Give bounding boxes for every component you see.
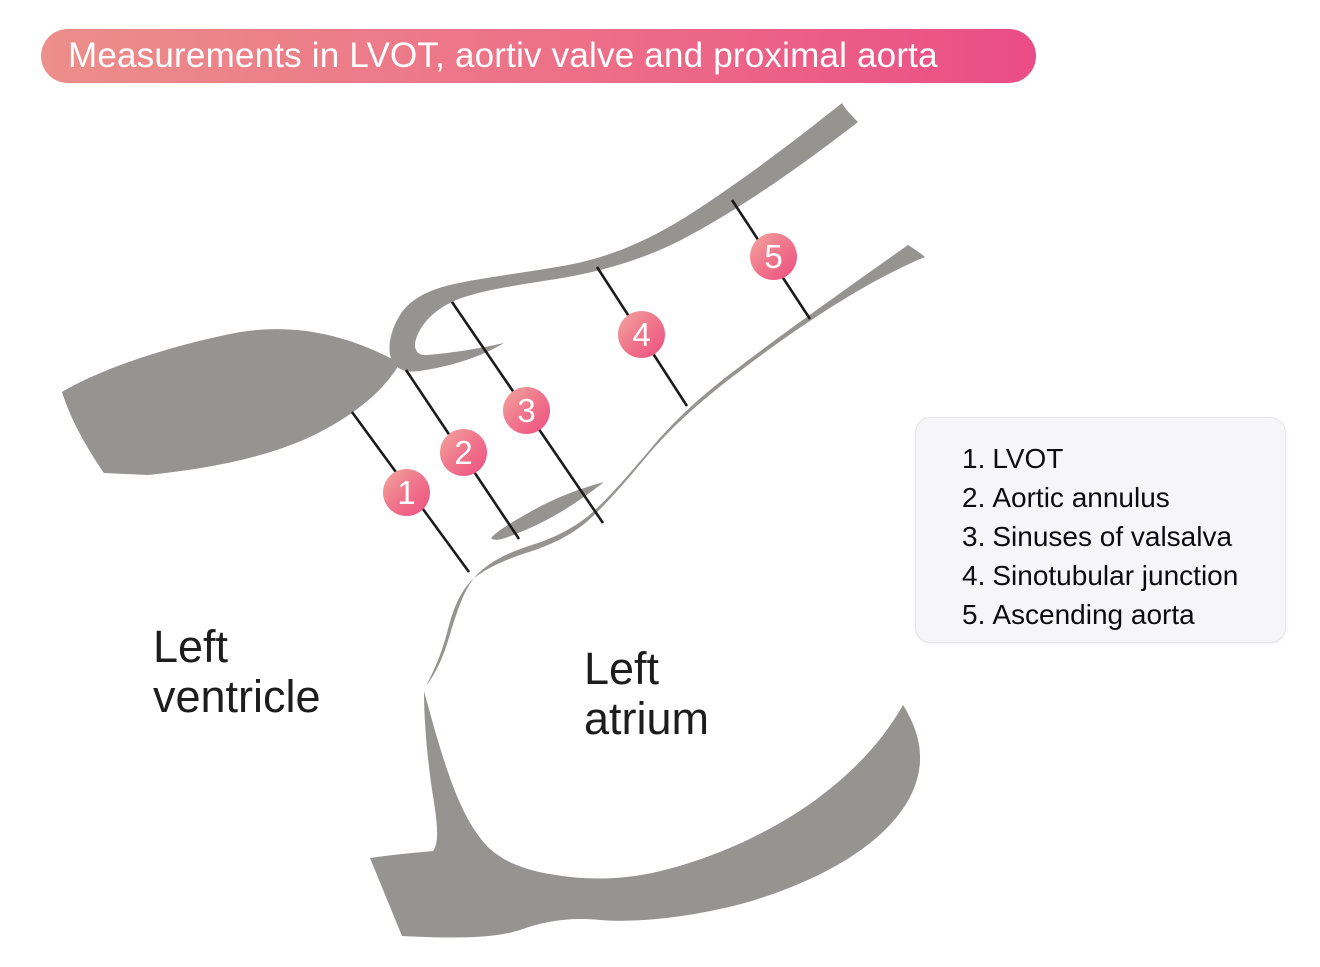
legend-item-2-label: Aortic annulus [992,482,1170,513]
legend-item-5-number: 5. [962,599,986,630]
left-atrium-label-line1: Left [584,643,660,694]
marker-3-label: 3 [517,391,536,429]
legend-box: 1. LVOT 2. Aortic annulus 3. Sinuses of … [915,417,1286,643]
marker-5-label: 5 [764,237,783,275]
legend-item-1-label: LVOT [992,443,1064,474]
marker-5: 5 [750,233,797,280]
left-ventricle-label-line1: Left [153,621,229,672]
legend-item-lvot: 1. LVOT [962,439,1265,478]
interventricular-septum-shape [62,329,398,475]
posterior-aortic-wall-shape [426,245,925,686]
marker-4-label: 4 [632,315,651,353]
legend-item-5-label: Ascending aorta [992,599,1195,630]
anterior-aortic-wall-shape [389,103,858,372]
legend-item-sinotubular-junction: 4. Sinotubular junction [962,556,1265,595]
legend-item-3-label: Sinuses of valsalva [992,521,1233,552]
marker-3: 3 [503,387,550,434]
left-ventricle-label: Left ventricle [153,622,321,722]
left-atrium-label: Left atrium [584,644,709,744]
posterior-aortic-leaflet-shape [491,482,604,540]
legend-item-aortic-annulus: 2. Aortic annulus [962,478,1265,517]
legend-item-ascending-aorta: 5. Ascending aorta [962,595,1265,634]
marker-1-label: 1 [397,473,416,511]
marker-2-label: 2 [454,433,473,471]
left-ventricle-label-line2: ventricle [153,671,321,722]
legend-item-4-number: 4. [962,560,986,591]
legend-item-2-number: 2. [962,482,986,513]
legend-item-sinuses-of-valsalva: 3. Sinuses of valsalva [962,517,1265,556]
mitral-valve-atrium-wall-shape [370,691,921,938]
legend-item-3-number: 3. [962,521,986,552]
left-atrium-label-line2: atrium [584,693,710,744]
legend-item-1-number: 1. [962,443,986,474]
marker-1: 1 [383,469,430,516]
marker-4: 4 [618,311,665,358]
title-banner: Measurements in LVOT, aortiv valve and p… [41,29,1036,83]
legend-item-4-label: Sinotubular junction [992,560,1239,591]
marker-2: 2 [440,429,487,476]
title-text: Measurements in LVOT, aortiv valve and p… [68,36,938,75]
